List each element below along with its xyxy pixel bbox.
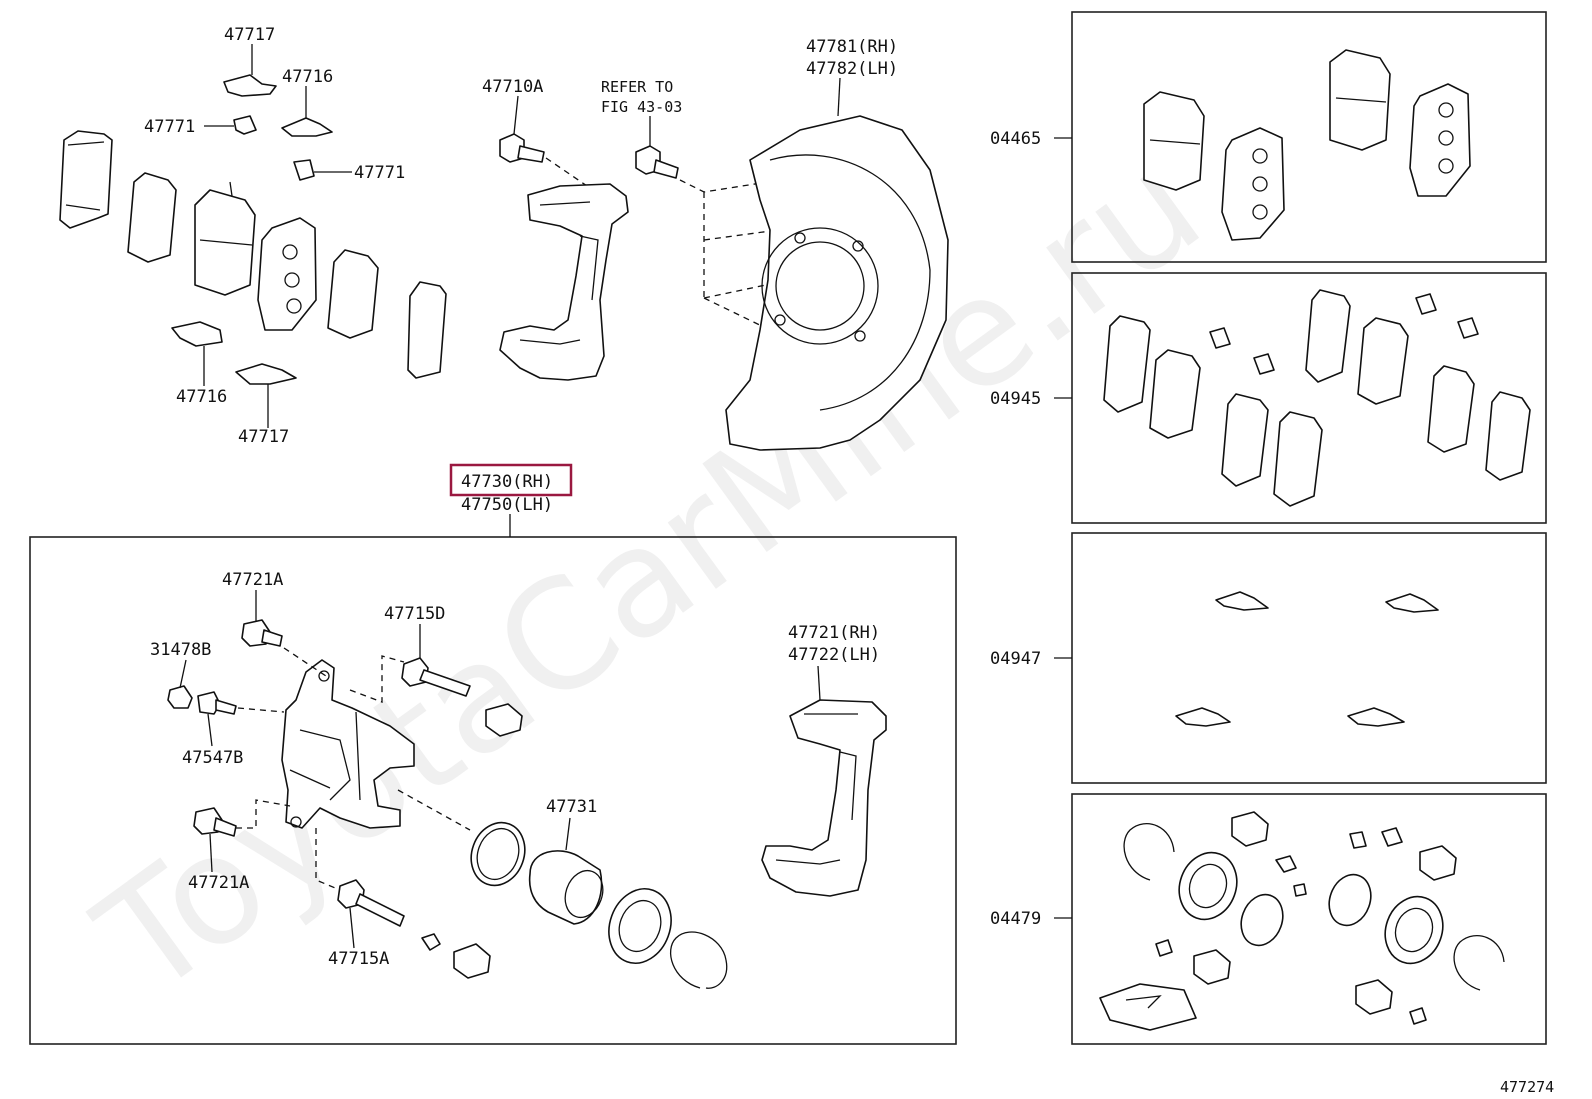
- dust-shield-47781: [725, 115, 949, 451]
- label-47781[interactable]: 47781(RH): [806, 37, 898, 57]
- highlight-box: [449, 463, 573, 497]
- pad-clip-47716-bottom: [171, 321, 223, 347]
- label-31478B[interactable]: 31478B: [150, 640, 211, 660]
- kit-leader-lines: [1054, 137, 1072, 919]
- label-kit-04479[interactable]: 04479: [990, 909, 1041, 929]
- label-kit-04947[interactable]: 04947: [990, 649, 1041, 669]
- label-47710A[interactable]: 47710A: [482, 77, 543, 97]
- leader-lines-caliper: [179, 590, 821, 949]
- caliper-mounting-bracket-47721: [761, 699, 887, 897]
- pin-boot-bottom: [421, 933, 491, 979]
- piston-seal-ring: [470, 821, 526, 887]
- mounting-bolt-fig43: [635, 145, 679, 179]
- label-47721A-bottom[interactable]: 47721A: [188, 873, 249, 893]
- brake-pads-group: [59, 130, 447, 379]
- label-47547B[interactable]: 47547B: [182, 748, 243, 768]
- label-47715A[interactable]: 47715A: [328, 949, 389, 969]
- label-47730[interactable]: 47730(RH): [461, 472, 553, 492]
- guide-pin-47715D: [401, 657, 471, 697]
- bleeder-plug-47547B: [197, 691, 237, 715]
- kit-04479-seals: [1099, 811, 1505, 1031]
- label-47771-left[interactable]: 47771: [144, 117, 195, 137]
- label-47716-bottom[interactable]: 47716: [176, 387, 227, 407]
- pad-retainer-47771-right: [293, 159, 315, 181]
- guide-pin-47715A: [337, 879, 405, 927]
- label-refer-to: REFER TO: [601, 78, 673, 96]
- label-fig-43-03[interactable]: FIG 43-03: [601, 98, 682, 116]
- kit-04947-clips: [1175, 591, 1439, 727]
- piston-boot: [608, 888, 672, 964]
- pad-clip-47717-top: [223, 74, 277, 97]
- label-47716-top[interactable]: 47716: [282, 67, 333, 87]
- label-47750[interactable]: 47750(LH): [461, 495, 553, 515]
- label-kit-04945[interactable]: 04945: [990, 389, 1041, 409]
- boot-set-ring: [670, 931, 728, 989]
- label-47721[interactable]: 47721(RH): [788, 623, 880, 643]
- label-kit-04465[interactable]: 04465: [990, 129, 1041, 149]
- label-47722[interactable]: 47722(LH): [788, 645, 880, 665]
- caliper-assembly-frame: [29, 536, 957, 1045]
- label-47715D[interactable]: 47715D: [384, 604, 445, 624]
- cap-31478B: [167, 685, 193, 709]
- kit-frame-04479: [1071, 793, 1547, 1045]
- caliper-piston-47731: [528, 850, 604, 925]
- label-47721A-top[interactable]: 47721A: [222, 570, 283, 590]
- pin-boot-top: [485, 703, 523, 737]
- kit-frame-04465: [1071, 11, 1547, 263]
- label-47717-bottom[interactable]: 47717: [238, 427, 289, 447]
- label-47782[interactable]: 47782(LH): [806, 59, 898, 79]
- caliper-body: [281, 659, 415, 829]
- label-47771-right[interactable]: 47771: [354, 163, 405, 183]
- kit-04945-shims: [1103, 289, 1531, 507]
- caliper-bleeder-47721A-top: [241, 619, 283, 647]
- pad-clip-47717-bottom: [235, 363, 297, 385]
- caliper-bleeder-47721A-bottom: [193, 807, 237, 837]
- label-47731[interactable]: 47731: [546, 797, 597, 817]
- leader-lines-top: [203, 44, 841, 537]
- caliper-mounting-bracket-top: [499, 183, 629, 381]
- label-47717-top[interactable]: 47717: [224, 25, 275, 45]
- kit-frame-04947: [1071, 532, 1547, 784]
- figure-id: 477274: [1500, 1078, 1554, 1096]
- pad-retainer-47771-left: [233, 115, 257, 135]
- mounting-bolt-47710A: [499, 133, 545, 163]
- pad-clip-47716-top: [281, 117, 333, 137]
- kit-04465-pads: [1143, 49, 1471, 241]
